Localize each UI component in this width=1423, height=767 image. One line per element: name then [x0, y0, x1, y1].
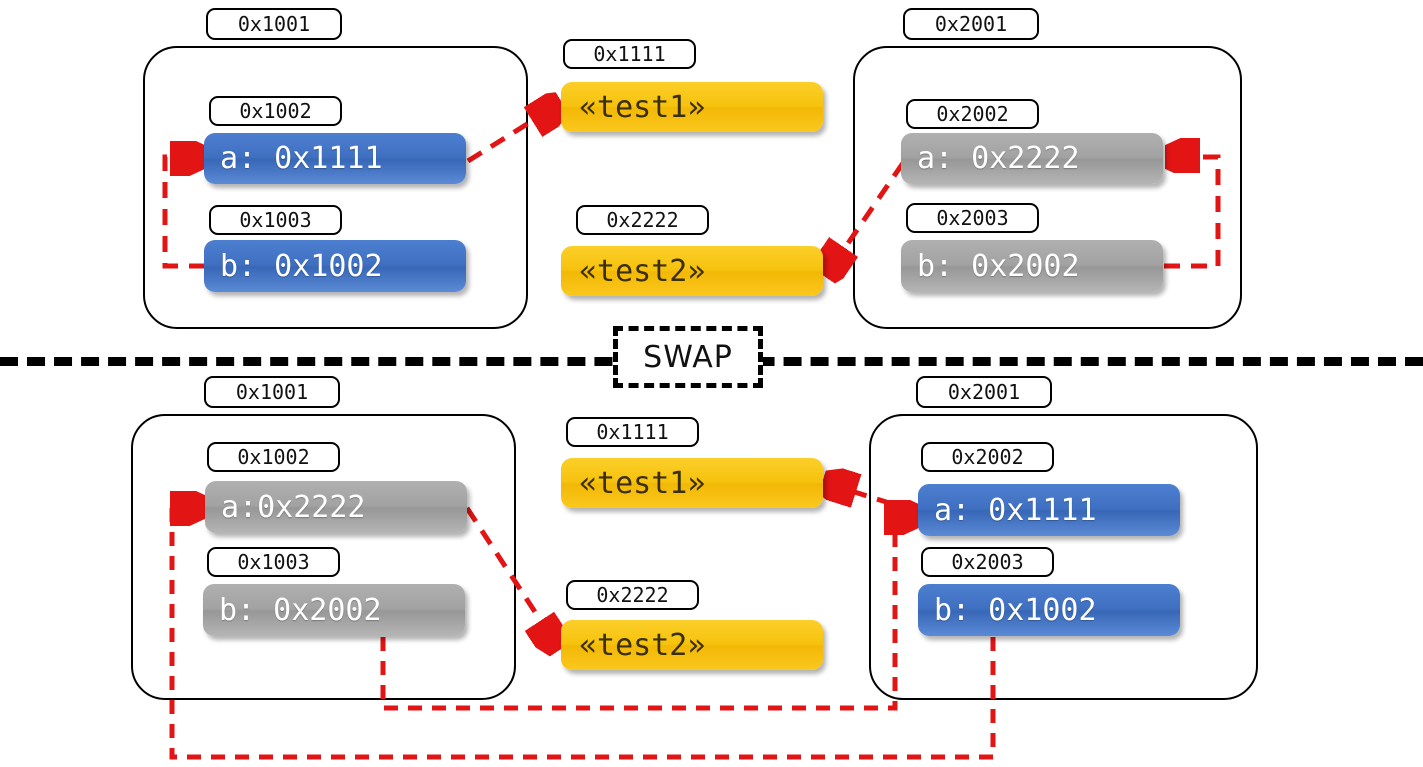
- address-tag-string2-before: 0x2222: [576, 205, 709, 235]
- value-pill-left-a-before: a: 0x1111: [204, 133, 466, 184]
- string-pill-test2-after: «test2»: [561, 620, 823, 670]
- address-tag-string1-after: 0x1111: [566, 417, 699, 447]
- value-pill-right-a-after: a: 0x1111: [918, 484, 1180, 536]
- memory-frame-left-before: [143, 46, 528, 329]
- address-tag-right-a-before: 0x2002: [906, 99, 1039, 129]
- address-tag-left-a-after: 0x1002: [207, 442, 340, 472]
- value-pill-left-b-before: b: 0x1002: [204, 240, 466, 292]
- value-pill-right-b-before: b: 0x2002: [901, 240, 1163, 292]
- address-tag-right-frame-after: 0x2001: [916, 376, 1052, 408]
- value-pill-right-b-after: b: 0x1002: [918, 584, 1180, 636]
- address-tag-left-frame-after: 0x1001: [204, 376, 340, 408]
- address-tag-left-b-after: 0x1003: [207, 547, 340, 577]
- value-pill-left-b-after: b: 0x2002: [203, 584, 465, 636]
- address-tag-right-b-before: 0x2003: [906, 203, 1039, 233]
- swap-label-box: SWAP: [613, 326, 763, 388]
- address-tag-right-b-after: 0x2003: [921, 547, 1054, 577]
- value-pill-left-a-after: a:0x2222: [205, 481, 467, 533]
- string-pill-test2-before: «test2»: [561, 246, 823, 296]
- string-pill-test1-before: «test1»: [561, 82, 823, 132]
- string-pill-test1-after: «test1»: [561, 458, 823, 508]
- address-tag-left-frame-before: 0x1001: [206, 8, 342, 40]
- address-tag-left-a-before: 0x1002: [209, 96, 342, 126]
- address-tag-string1-before: 0x1111: [563, 39, 696, 69]
- address-tag-right-frame-before: 0x2001: [903, 8, 1039, 40]
- address-tag-right-a-after: 0x2002: [921, 442, 1054, 472]
- address-tag-left-b-before: 0x1003: [209, 205, 342, 235]
- value-pill-right-a-before: a: 0x2222: [901, 133, 1163, 184]
- address-tag-string2-after: 0x2222: [566, 580, 699, 610]
